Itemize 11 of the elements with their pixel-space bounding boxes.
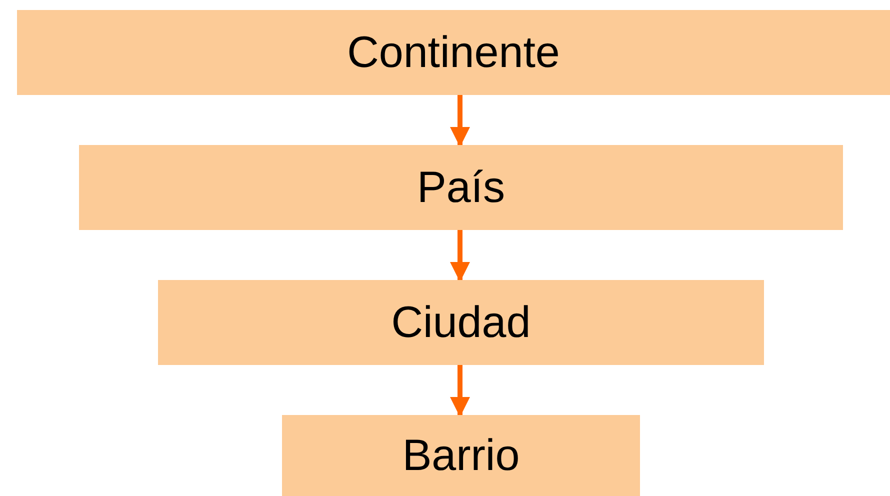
- level-label: Ciudad: [391, 300, 531, 344]
- arrow: [450, 95, 470, 147]
- level-box: [158, 280, 764, 365]
- level-box: [282, 415, 640, 496]
- arrow: [450, 365, 470, 417]
- level-label: País: [416, 166, 506, 210]
- level-box: [17, 10, 890, 95]
- level-label: Continente: [347, 30, 560, 74]
- arrow: [450, 230, 470, 282]
- level-label: Barrio: [402, 434, 520, 478]
- level-box: [79, 145, 843, 230]
